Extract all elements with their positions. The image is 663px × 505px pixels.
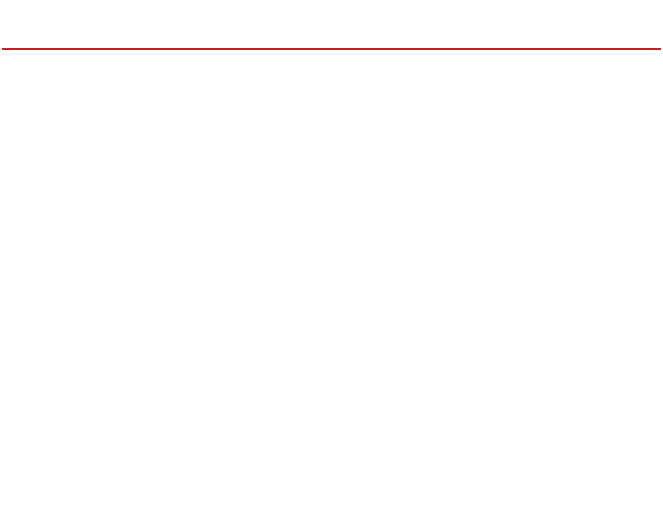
header-divider-rule xyxy=(2,48,661,50)
empty-content-area xyxy=(0,50,663,505)
header-area xyxy=(0,0,663,48)
